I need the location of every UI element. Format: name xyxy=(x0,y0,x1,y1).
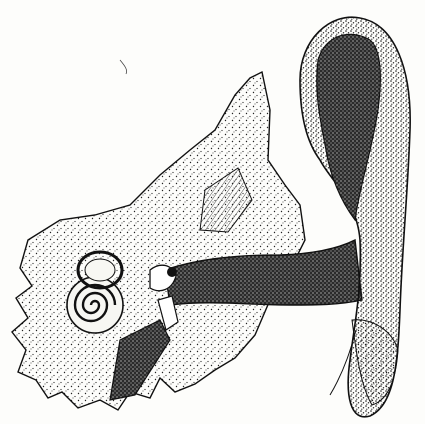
cochlea xyxy=(67,277,123,333)
hair-stroke-small xyxy=(120,60,127,74)
temporal-bone xyxy=(12,72,305,410)
